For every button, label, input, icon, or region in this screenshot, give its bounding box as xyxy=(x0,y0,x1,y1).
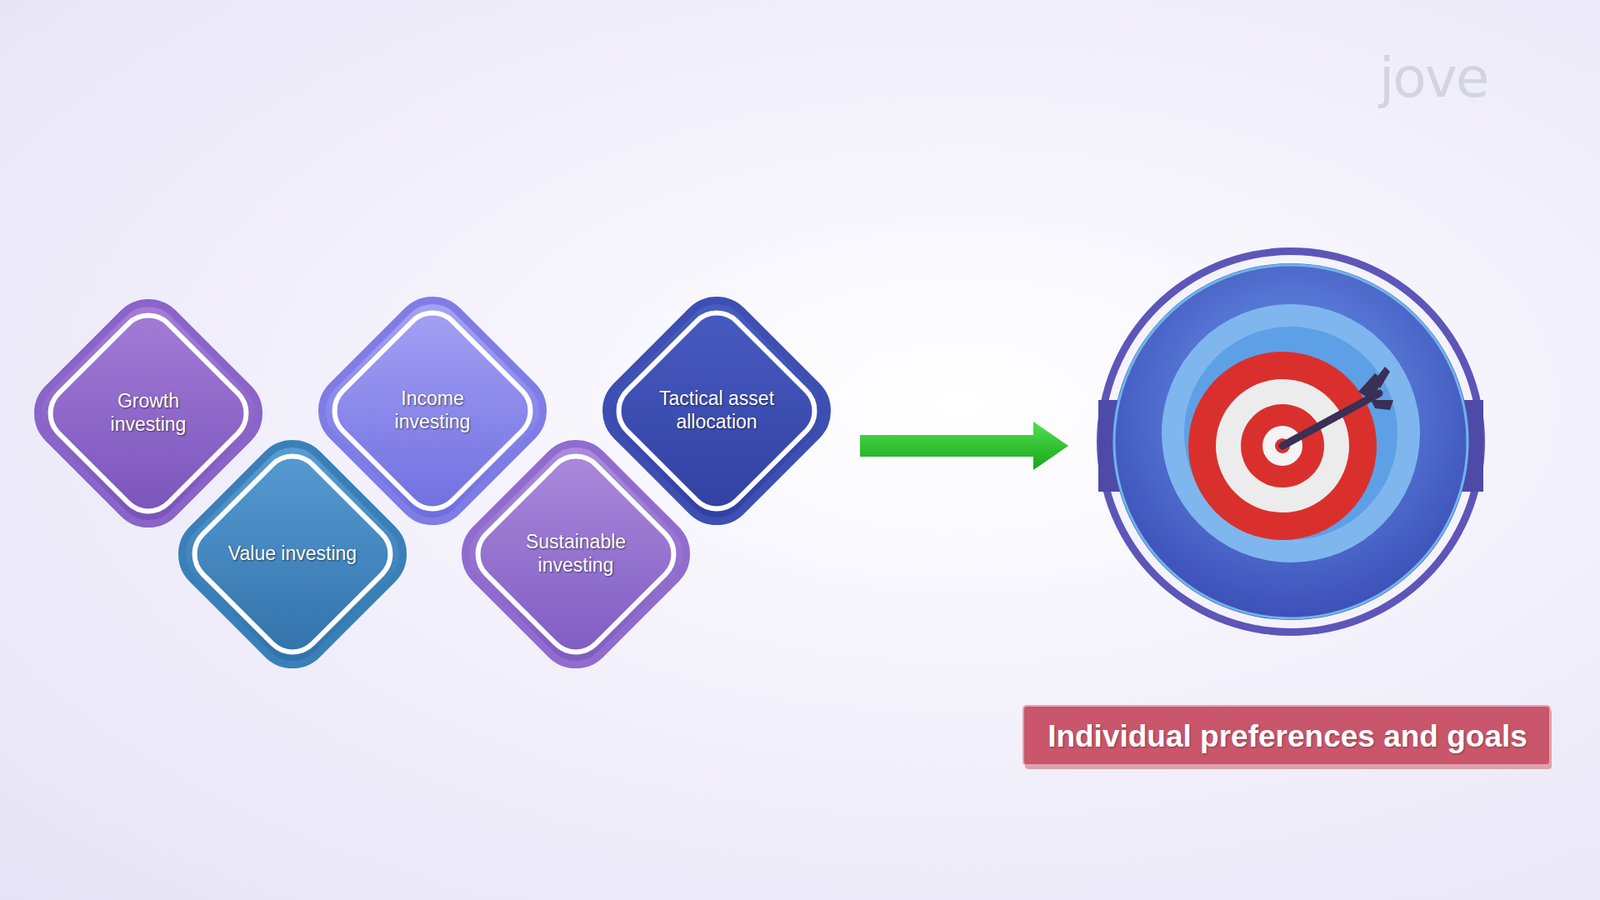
strategy-label: Income investing xyxy=(361,387,504,434)
goal-label-box: Individual preferences and goals xyxy=(1023,705,1552,768)
strategy-diamond: Sustainable investing xyxy=(450,429,701,680)
strategy-label: Growth investing xyxy=(77,390,220,436)
strategy-label: Tactical asset allocation xyxy=(645,387,788,434)
watermark: jove xyxy=(1379,45,1488,110)
target-illustration xyxy=(1096,247,1485,636)
strategy-diamond: Value investing xyxy=(167,429,418,680)
strategy-label: Sustainable investing xyxy=(505,530,647,577)
strategy-label: Value investing xyxy=(221,542,364,566)
goal-text: Individual preferences and goals xyxy=(1023,705,1552,768)
green-arrow xyxy=(860,421,1069,470)
